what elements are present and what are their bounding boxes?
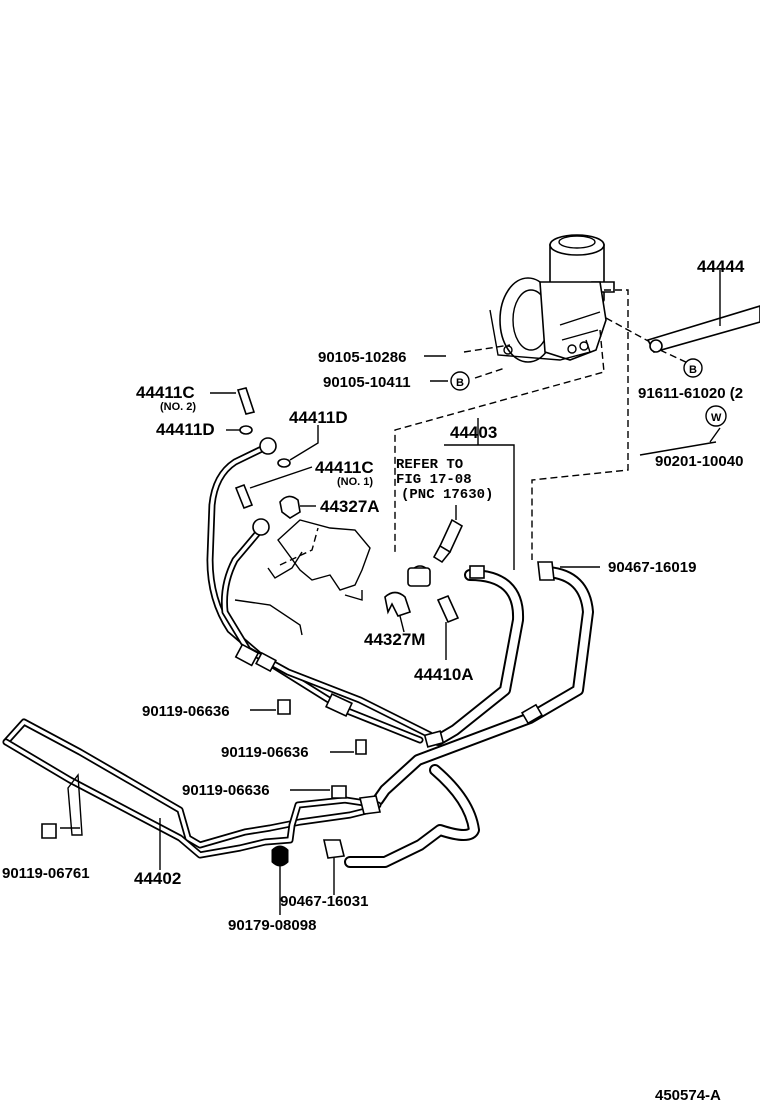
symbol-b-right: B [689, 364, 697, 376]
bolt-90119-06761-icon [41, 823, 57, 839]
steering-gear-icon [234, 519, 371, 636]
figure-id: 450574-A [655, 1087, 721, 1104]
pressure-switch-icon [432, 518, 464, 564]
bolt-90119-06636-c-icon [331, 785, 347, 799]
label-90467-16019: 90467-16019 [608, 559, 696, 576]
label-44327a: 44327A [320, 497, 380, 516]
label-44411c-no2: 44411C [136, 383, 195, 402]
bolt-44411c-no1-icon [234, 483, 254, 510]
label-90105-10286: 90105-10286 [318, 349, 406, 366]
clip-44327a-icon [279, 495, 301, 519]
label-44402: 44402 [134, 869, 181, 888]
label-90119-06636-b: 90119-06636 [221, 744, 309, 761]
clamp-lower-icon [359, 795, 381, 815]
label-44327m: 44327M [364, 630, 425, 649]
fig-ref-text: FIG 17-08 [396, 472, 472, 488]
return-hose-icon [344, 566, 594, 868]
label-44410a: 44410A [414, 665, 474, 684]
label-90119-06636-c: 90119-06636 [182, 782, 270, 799]
symbol-b-upper: B [456, 377, 464, 389]
oil-cooler-icon [2, 718, 382, 859]
bolt-44411c-no2-icon [236, 387, 256, 415]
bolt-90119-06636-b-icon [355, 739, 367, 755]
symbol-w-right: W [711, 412, 722, 424]
label-90119-06761: 90119-06761 [2, 865, 90, 882]
label-44403: 44403 [450, 423, 497, 442]
pnc-ref-text: (PNC 17630) [401, 487, 493, 503]
clamp-90467-16031-icon [323, 839, 345, 859]
grommet-90179-icon [271, 845, 289, 867]
bolt-90119-06636-a-icon [277, 699, 291, 715]
label-91611-61020: 91611-61020 (2 [638, 385, 743, 402]
refer-to-text: REFER TO [396, 457, 463, 473]
washer-44411d-icon [239, 425, 253, 435]
label-44444: 44444 [697, 257, 745, 276]
label-90105-10411: 90105-10411 [323, 374, 411, 391]
washer-44411d-top-icon [277, 458, 291, 468]
clip-44327m-icon [384, 591, 412, 617]
label-90119-06636-a: 90119-06636 [142, 703, 230, 720]
bolt-44410a-icon [436, 594, 460, 624]
label-90179-08098: 90179-08098 [228, 917, 316, 934]
label-44411c-no1: 44411C [315, 458, 374, 477]
label-44411d-top: 44411D [289, 408, 348, 427]
bracket-44444-icon [646, 270, 760, 353]
label-no1: (NO. 1) [337, 476, 373, 488]
label-90467-16031: 90467-16031 [280, 893, 368, 910]
label-no2: (NO. 2) [160, 401, 196, 413]
clamp-90467-16019-icon [537, 561, 555, 581]
power-steering-pump-icon [489, 234, 615, 363]
label-90201-10040: 90201-10040 [655, 453, 743, 470]
label-44411d-left: 44411D [156, 420, 215, 439]
